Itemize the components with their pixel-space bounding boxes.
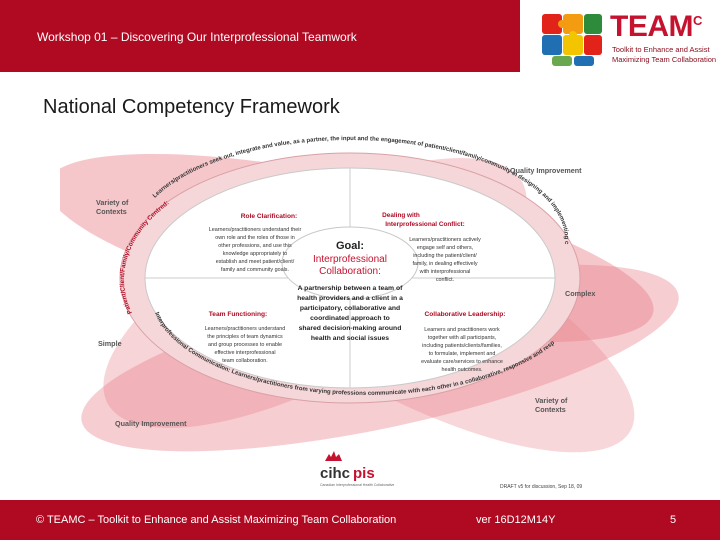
- svg-text:to formulate, implement and: to formulate, implement and: [429, 351, 496, 357]
- svg-text:pis: pis: [353, 465, 375, 482]
- svg-text:Learners/practitioners underst: Learners/practitioners understand: [205, 326, 286, 332]
- cihc-logo: cihc pis Canadian Interprofessional Heal…: [320, 451, 394, 487]
- svg-text:other professions, and use thi: other professions, and use this: [218, 243, 292, 249]
- footer-version: ver 16D12M14Y: [476, 514, 556, 526]
- goal-text: A partnership between a team of health p…: [297, 285, 403, 342]
- role-clarification-title: Role Clarification:: [241, 213, 297, 220]
- svg-text:together with all participants: together with all participants,: [428, 335, 497, 341]
- collaborative-leadership-quadrant: Collaborative Leadership: Learners and p…: [421, 311, 505, 373]
- quality-improvement-top: Quality Improvement: [510, 166, 582, 175]
- svg-text:team collaboration.: team collaboration.: [222, 358, 268, 364]
- svg-text:health outcomes.: health outcomes.: [441, 367, 482, 373]
- variety-of-contexts-bottom-2: Contexts: [535, 405, 566, 414]
- svg-text:shared decision-making around: shared decision-making around: [299, 325, 402, 332]
- svg-text:including patients/clients/fam: including patients/clients/families,: [422, 343, 502, 349]
- team-logo: TEAMC Toolkit to Enhance and Assist Maxi…: [520, 0, 720, 72]
- svg-text:Canadian Interprofessional Hea: Canadian Interprofessional Health Collab…: [320, 483, 394, 487]
- svg-text:Learners/practitioners underst: Learners/practitioners understand their: [209, 227, 302, 233]
- svg-text:health providers and a client: health providers and a client in a: [297, 295, 403, 302]
- role-clarification-quadrant: Role Clarification: Learners/practitione…: [209, 213, 302, 273]
- svg-text:conflict.: conflict.: [436, 277, 454, 283]
- svg-text:family and community goals.: family and community goals.: [221, 267, 289, 273]
- collaborative-leadership-title: Collaborative Leadership:: [425, 311, 506, 318]
- quality-improvement-bottom: Quality Improvement: [115, 419, 187, 428]
- svg-text:engage self and others,: engage self and others,: [417, 245, 474, 251]
- variety-of-contexts-top-1: Variety of: [96, 198, 129, 207]
- svg-text:participatory, collaborative a: participatory, collaborative and: [300, 305, 400, 312]
- svg-text:A partnership between a team o: A partnership between a team of: [298, 285, 403, 292]
- conflict-title-1: Dealing with: [382, 212, 420, 219]
- logo-tagline-2: Maximizing Team Collaboration: [612, 55, 717, 64]
- svg-text:knowledge appropriately to: knowledge appropriately to: [223, 251, 287, 257]
- header-band: Workshop 01 – Discovering Our Interprofe…: [0, 0, 520, 72]
- conflict-quadrant: Dealing with Interprofessional Conflict:…: [382, 212, 481, 283]
- svg-text:own role and the roles of thos: own role and the roles of those in: [215, 235, 294, 241]
- competency-framework-diagram: Goal: Interprofessional Collaboration: A…: [60, 128, 679, 490]
- simple-label: Simple: [98, 339, 122, 348]
- logo-tagline-1: Toolkit to Enhance and Assist: [612, 45, 710, 54]
- team-functioning-quadrant: Team Functioning: Learners/practitioners…: [205, 311, 286, 364]
- svg-text:coordinated approach to: coordinated approach to: [310, 315, 390, 322]
- complex-label: Complex: [565, 289, 595, 298]
- goal-subtitle-1: Interprofessional: [313, 254, 387, 265]
- footer-copyright: © TEAMC – Toolkit to Enhance and Assist …: [36, 514, 397, 526]
- goal-ellipse: [281, 226, 419, 300]
- svg-text:with interprofessional: with interprofessional: [419, 269, 471, 275]
- page-title: National Competency Framework: [43, 96, 340, 118]
- logo-wordmark: TEAMC: [610, 10, 702, 43]
- svg-text:Learners/practitioners activel: Learners/practitioners actively: [409, 237, 481, 243]
- workshop-title: Workshop 01 – Discovering Our Interprofe…: [37, 30, 357, 44]
- svg-text:Learners and practitioners wor: Learners and practitioners work: [424, 327, 500, 333]
- draft-note: DRAFT v5 for discussion, Sep 18, 09: [500, 484, 582, 490]
- page-number: 5: [670, 514, 677, 526]
- outer-labels: Variety of Contexts Quality Improvement …: [96, 166, 595, 428]
- variety-of-contexts-bottom-1: Variety of: [535, 396, 568, 405]
- svg-text:including the patient/client/: including the patient/client/: [413, 253, 477, 259]
- svg-text:family, in dealing effectively: family, in dealing effectively: [412, 261, 477, 267]
- svg-text:and group processes to enable: and group processes to enable: [208, 342, 282, 348]
- svg-text:effective interprofessional: effective interprofessional: [214, 350, 275, 356]
- team-functioning-title: Team Functioning:: [209, 311, 267, 318]
- goal-subtitle-2: Collaboration:: [319, 266, 381, 277]
- conflict-title-2: Interprofessional Conflict:: [385, 221, 465, 228]
- goal-title: Goal:: [336, 240, 364, 252]
- svg-text:cihc: cihc: [320, 465, 350, 482]
- svg-text:establish and meet patient/cli: establish and meet patient/client/: [216, 259, 295, 265]
- footer-band: [0, 500, 720, 540]
- svg-text:the principles of team dynamic: the principles of team dynamics: [207, 334, 283, 340]
- variety-of-contexts-top-2: Contexts: [96, 207, 127, 216]
- puzzle-icon: [542, 14, 602, 66]
- svg-text:evaluate care/services to enha: evaluate care/services to enhance: [421, 359, 503, 365]
- svg-text:health and social issues: health and social issues: [311, 335, 389, 342]
